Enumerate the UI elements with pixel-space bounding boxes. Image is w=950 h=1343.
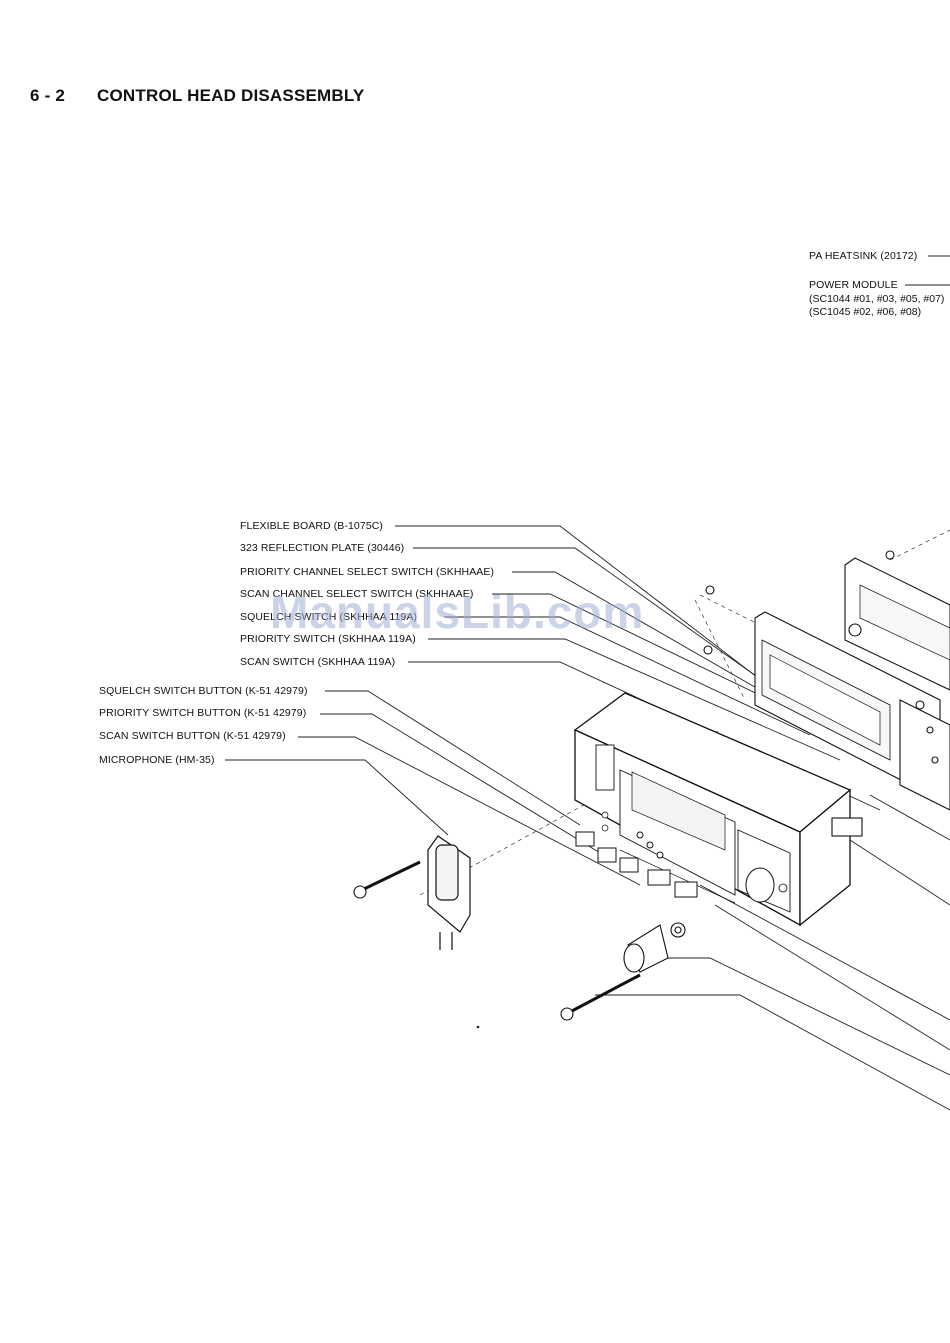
callout-scan-channel-select-switch: SCAN CHANNEL SELECT SWITCH (SKHHAAE) bbox=[240, 588, 474, 600]
switch-buttons bbox=[575, 831, 698, 898]
leader-lines bbox=[225, 255, 950, 1111]
knob-and-screws bbox=[353, 860, 686, 1021]
callout-pa-heatsink: PA HEATSINK (20172) bbox=[809, 250, 918, 262]
callout-scan-switch: SCAN SWITCH (SKHHAA 119A) bbox=[240, 656, 396, 668]
leader-reflection-plate bbox=[413, 547, 791, 701]
callout-microphone: MICROPHONE (HM-35) bbox=[99, 754, 215, 766]
channel-button-part-2 bbox=[674, 881, 698, 898]
leader-priority-channel-select bbox=[512, 571, 761, 691]
scan-switch-button-part bbox=[619, 857, 639, 873]
power-module-sc1045: (SC1045 #02, #06, #08) bbox=[809, 306, 922, 318]
leader-lower-2 bbox=[714, 904, 950, 1051]
callout-squelch-switch: SQUELCH SWITCH (SKHHAA 119A) bbox=[240, 611, 418, 623]
leader-scan-button bbox=[298, 736, 641, 886]
leader-lower-3 bbox=[660, 957, 950, 1076]
callout-flexible-board: FLEXIBLE BOARD (B-1075C) bbox=[240, 520, 384, 532]
squelch-switch-button-part bbox=[575, 831, 595, 847]
callout-squelch-switch-button: SQUELCH SWITCH BUTTON (K-51 42979) bbox=[99, 685, 308, 697]
control-head-housing bbox=[573, 692, 852, 927]
watermark: ManualsLib.com bbox=[270, 586, 645, 638]
callout-scan-switch-button: SCAN SWITCH BUTTON (K-51 42979) bbox=[99, 730, 286, 742]
power-module-variants: (SC1044 #01, #03, #05, #07) (SC1045 #02,… bbox=[809, 293, 944, 319]
connector-block bbox=[831, 817, 863, 837]
long-screw-front bbox=[569, 973, 641, 1014]
callout-priority-switch-button: PRIORITY SWITCH BUTTON (K-51 42979) bbox=[99, 707, 307, 719]
section-title: CONTROL HEAD DISASSEMBLY bbox=[97, 86, 365, 105]
leader-scan-channel-select bbox=[492, 593, 771, 701]
leader-flexible-board bbox=[395, 525, 801, 711]
callout-priority-channel-select-switch: PRIORITY CHANNEL SELECT SWITCH (SKHHAAE) bbox=[240, 566, 495, 578]
power-module-sc1044: (SC1044 #01, #03, #05, #07) bbox=[809, 293, 945, 305]
channel-button-part-1 bbox=[647, 869, 671, 886]
leader-priority-switch bbox=[428, 638, 841, 761]
chassis-assembly bbox=[703, 550, 950, 837]
leader-lower-5 bbox=[849, 839, 950, 906]
leader-lower-4 bbox=[595, 994, 950, 1111]
leader-priority-button bbox=[320, 713, 616, 863]
callout-priority-switch: PRIORITY SWITCH (SKHHAA 119A) bbox=[240, 633, 416, 645]
leader-squelch-button bbox=[325, 690, 581, 826]
priority-switch-button-part bbox=[597, 847, 617, 863]
leader-microphone bbox=[225, 759, 449, 836]
leader-squelch-switch bbox=[444, 616, 811, 736]
section-heading: 6 - 2 CONTROL HEAD DISASSEMBLY bbox=[30, 86, 364, 106]
callout-reflection-plate: 323 REFLECTION PLATE (30446) bbox=[240, 542, 405, 554]
leader-lower-6 bbox=[869, 794, 950, 841]
callout-power-module: POWER MODULE bbox=[809, 279, 898, 291]
section-number: 6 - 2 bbox=[30, 86, 66, 105]
microphone-hm35 bbox=[427, 835, 471, 950]
long-screw-mic bbox=[361, 860, 421, 892]
leader-lower-1 bbox=[699, 884, 950, 1021]
